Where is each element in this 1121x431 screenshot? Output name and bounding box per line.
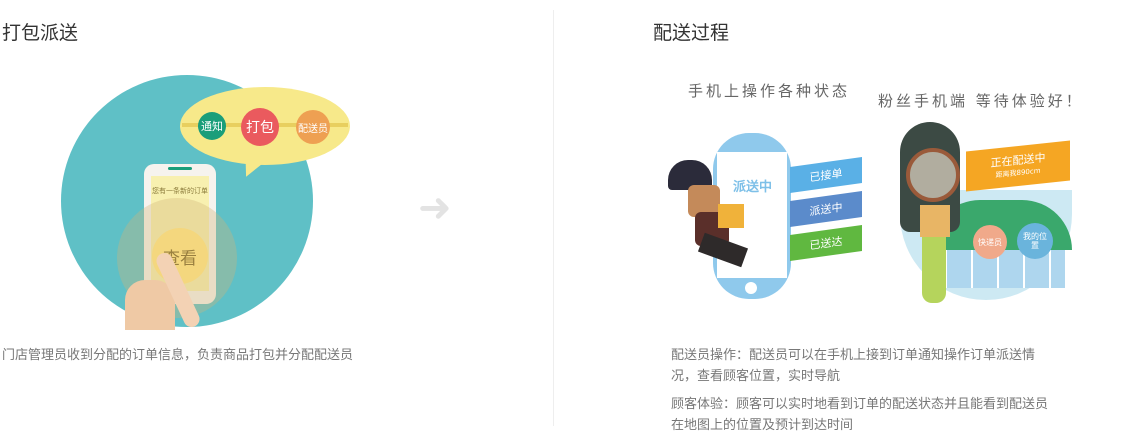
parcel-box <box>718 204 744 228</box>
customer-experience-text: 顾客体验：顾客可以实时地看到订单的配送状态并且能看到配送员在地图上的位置及预计到… <box>671 397 1049 431</box>
map-grid <box>945 250 1065 288</box>
courier-badge: 配送员 <box>296 110 330 144</box>
customer-pants <box>922 237 946 303</box>
status-received: 已接单 <box>790 156 862 194</box>
left-description: 门店管理员收到分配的订单信息，负责商品打包并分配配送员 <box>2 348 354 363</box>
customer-top <box>920 205 950 237</box>
right-arrow-icon: ➜ <box>418 185 452 231</box>
right-section-title: 配送过程 <box>653 22 730 44</box>
customer-caption: 粉丝手机端 等待体验好！ <box>878 92 1084 110</box>
packing-illustration: 通知 打包 配送员 您有一条新的订单 查看 <box>0 70 380 330</box>
section-divider <box>553 10 554 426</box>
magnifier-icon <box>906 148 960 202</box>
courier-pin: 快递员 <box>973 225 1007 259</box>
left-section-title: 打包派送 <box>2 22 79 44</box>
status-delivered: 已送达 <box>790 224 862 262</box>
pack-badge: 打包 <box>241 108 279 146</box>
courier-face <box>688 185 720 217</box>
delivery-banner: 正在配送中 距离我890cm <box>966 140 1070 192</box>
phone-status: 派送中 <box>733 180 773 195</box>
notify-badge: 通知 <box>198 112 226 140</box>
courier-operation-text: 配送员操作：配送员可以在手机上接到订单通知操作订单派送情况，查看顾客位置，实时导… <box>671 348 1036 384</box>
hand <box>125 280 175 330</box>
home-button <box>745 282 757 294</box>
status-delivering: 派送中 <box>790 190 862 228</box>
my-location-pin: 我的位置 <box>1017 223 1053 259</box>
courier-caption: 手机上操作各种状态 <box>688 82 851 100</box>
phone-speaker <box>168 167 192 170</box>
